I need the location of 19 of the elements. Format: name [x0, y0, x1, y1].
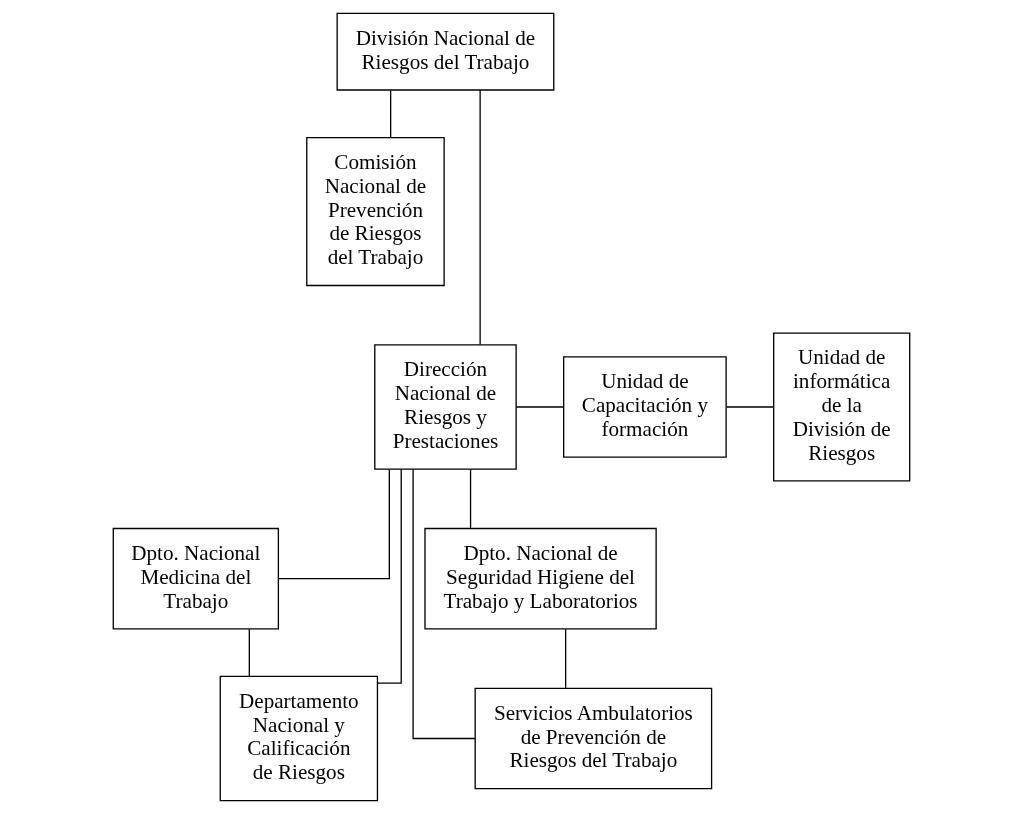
connector	[515, 406, 564, 408]
node-box: Dpto. Nacional Medicina del Trabajo	[112, 527, 279, 630]
node-box: Unidad de Capacitación y formación	[562, 356, 727, 458]
node-box: Servicios Ambulatorios de Prevención de Riesgos del Trabajo	[474, 687, 712, 790]
node-box: Dpto. Nacional de Seguridad Higiene del Trabajo y Laboratorios	[423, 527, 657, 630]
connector	[389, 89, 391, 139]
node-box: División Nacional de Riesgos del Trabajo	[336, 12, 554, 91]
connector	[478, 89, 481, 346]
connector	[248, 628, 250, 677]
node-box: Comisión Nacional de Prevención de Riesgos del Trabajo	[305, 136, 445, 287]
node-box: Unidad de informática de la División de Riesgos	[772, 332, 910, 482]
connector	[564, 628, 566, 689]
connector	[469, 468, 471, 530]
node-box: Departamento Nacional y Calificación de Riesgos	[219, 675, 378, 802]
node-box: Dirección Nacional de Riesgos y Prestaciones	[373, 344, 517, 470]
connector	[277, 468, 390, 580]
connector	[411, 468, 476, 740]
connector	[725, 406, 774, 408]
connector	[376, 468, 402, 684]
